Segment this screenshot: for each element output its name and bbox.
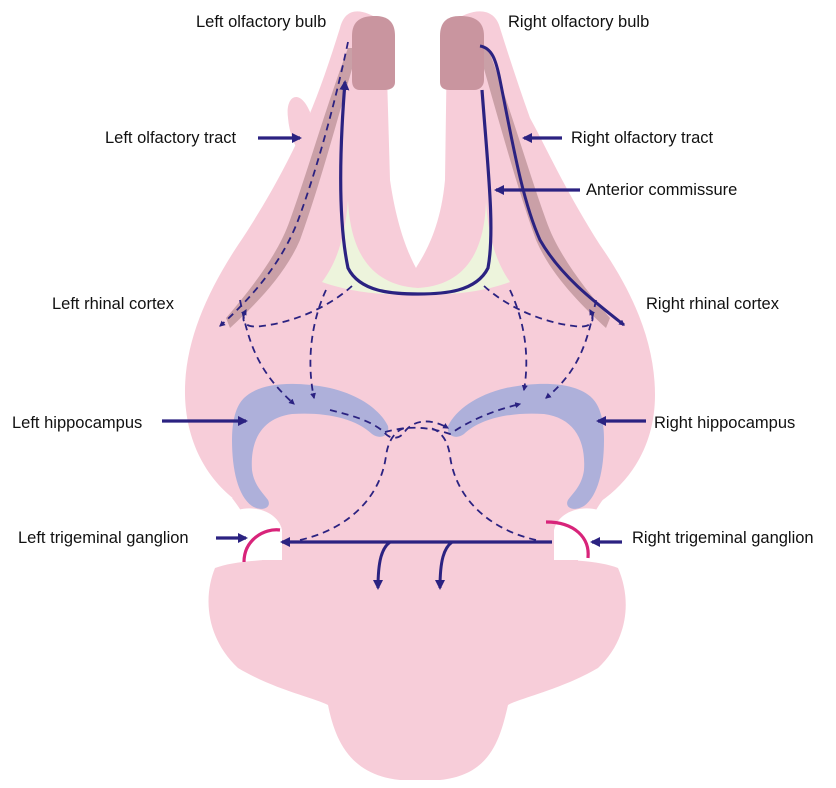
brain-upper-bump bbox=[288, 97, 310, 153]
left-trigeminal-ganglion-label: Left trigeminal ganglion bbox=[18, 529, 189, 547]
anterior-commissure-label: Anterior commissure bbox=[586, 181, 737, 199]
left-hippocampus-label: Left hippocampus bbox=[12, 414, 142, 432]
right-olfactory-bulb bbox=[440, 16, 484, 90]
right-olfactory-tract-label: Right olfactory tract bbox=[571, 129, 714, 147]
left-olfactory-tract-label: Left olfactory tract bbox=[105, 129, 237, 147]
right-rhinal-cortex-label: Right rhinal cortex bbox=[646, 295, 780, 313]
right-olfactory-bulb-label: Right olfactory bulb bbox=[508, 13, 649, 31]
brain-lower-lobe bbox=[209, 559, 626, 780]
left-olfactory-bulb-label: Left olfactory bulb bbox=[196, 13, 326, 31]
midline-fissure bbox=[400, 20, 432, 215]
right-hippocampus-label: Right hippocampus bbox=[654, 414, 795, 432]
left-rhinal-cortex-label: Left rhinal cortex bbox=[52, 295, 175, 313]
left-olfactory-bulb bbox=[352, 16, 395, 90]
right-trigeminal-ganglion-label: Right trigeminal ganglion bbox=[632, 529, 814, 547]
